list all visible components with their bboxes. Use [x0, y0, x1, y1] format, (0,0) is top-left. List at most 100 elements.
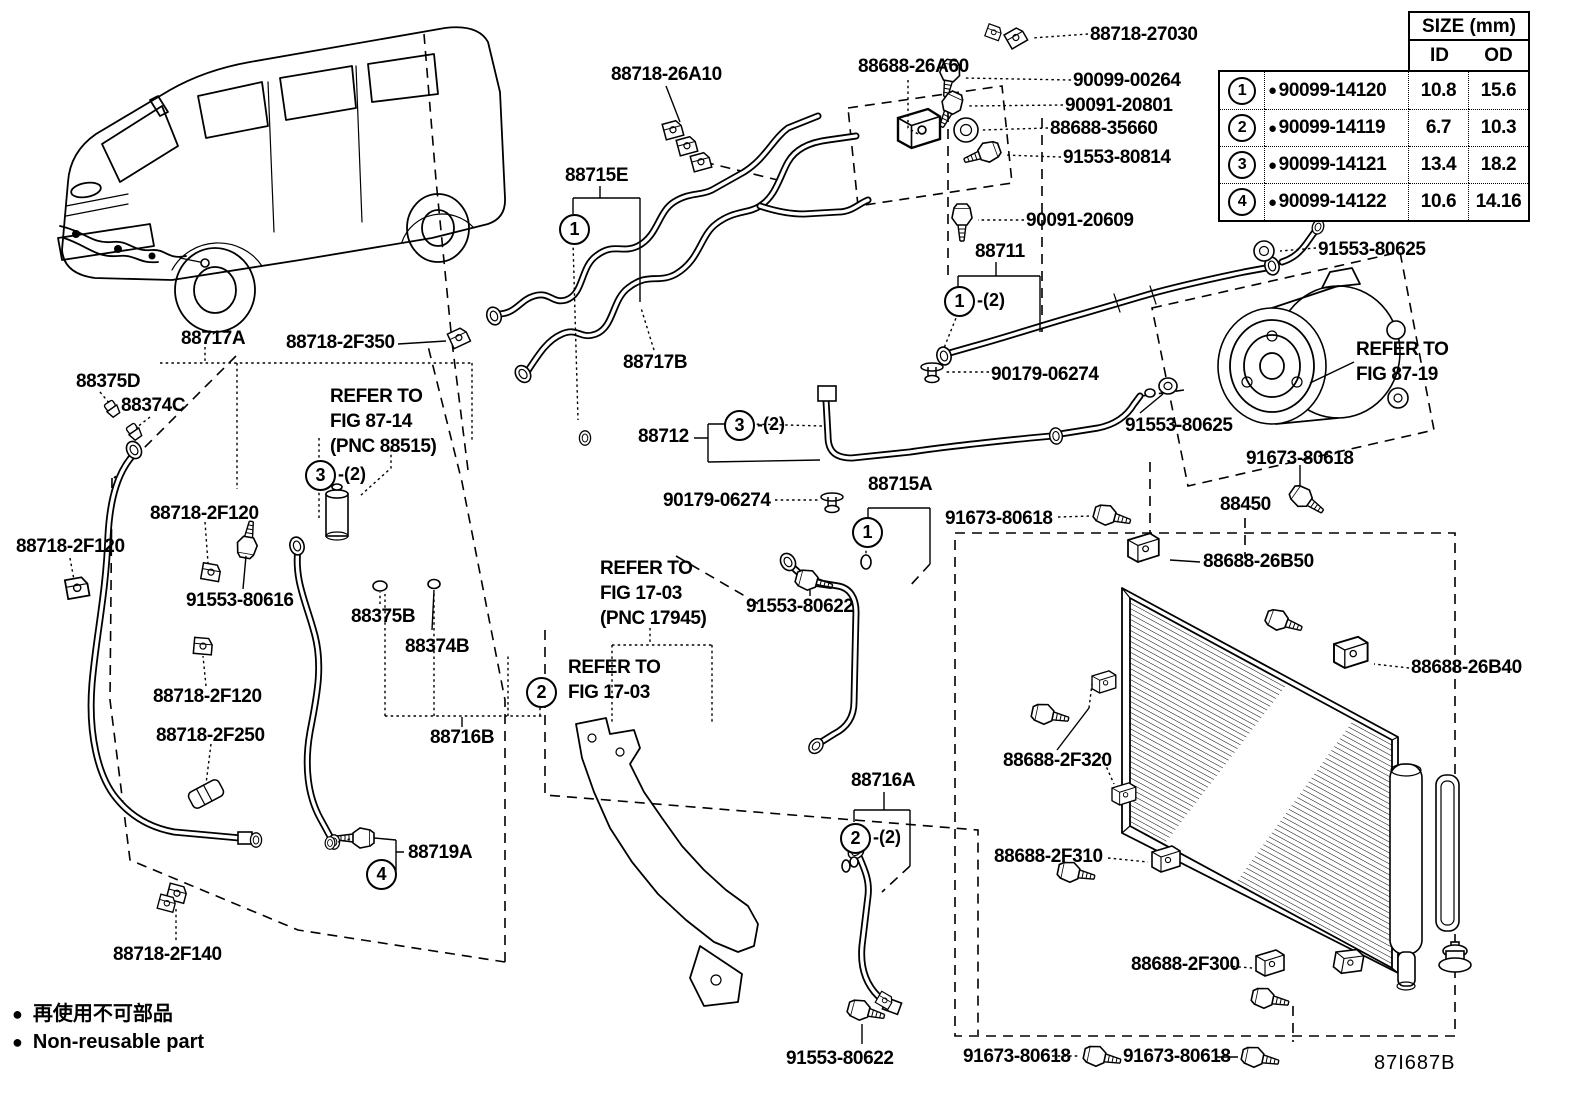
- size-table-cell: 1: [1220, 72, 1265, 109]
- callout-number: 4: [366, 859, 397, 890]
- van-illustration: [57, 26, 506, 333]
- part-label: 88718-2F120: [150, 503, 259, 524]
- pipe-88715a: [790, 564, 856, 744]
- part-label: 88375D: [76, 371, 141, 392]
- compressor: [1217, 267, 1409, 425]
- part-label: 90179-06274: [991, 364, 1099, 385]
- pipe-88716a: [858, 854, 903, 1016]
- non-reusable-dot: ●: [1268, 193, 1277, 211]
- legend-text: 再使用不可部品: [32, 1003, 173, 1025]
- part-label: REFER TO FIG 87-19: [1356, 339, 1449, 385]
- part-label: 88716A: [851, 770, 916, 791]
- callout-suffix: -(2): [338, 464, 366, 484]
- part-label: 88715A: [868, 474, 933, 495]
- part-label: 88688-35660: [1050, 118, 1158, 139]
- part-label: 91673-80618: [1123, 1046, 1231, 1067]
- part-label: 88718-2F140: [113, 944, 222, 965]
- size-table-cell: 10.8: [1409, 72, 1469, 109]
- callout-circle: 3: [305, 460, 336, 491]
- part-label: 88718-27030: [1090, 24, 1198, 45]
- part-label: 90091-20609: [1026, 210, 1134, 231]
- callout-suffix: -(2): [873, 827, 901, 847]
- part-label: 88716B: [430, 727, 495, 748]
- condenser: [1121, 587, 1472, 991]
- pipe-88717b: [498, 116, 818, 314]
- part-label: 88712: [638, 426, 689, 447]
- part-label: 88688-26B40: [1411, 657, 1522, 678]
- callout-number: 3-(2): [305, 460, 366, 491]
- part-label: 88715E: [565, 165, 629, 186]
- part-label: 88717B: [623, 352, 688, 373]
- part-label: 88688-26B50: [1203, 551, 1314, 572]
- part-label: 90099-00264: [1073, 70, 1181, 91]
- non-reusable-dot: ●: [1268, 82, 1277, 99]
- part-label: 91553-80616: [186, 590, 294, 611]
- clamps-grommets: [63, 23, 1327, 1011]
- part-label: 88374C: [121, 395, 186, 416]
- part-label: 91553-80622: [746, 596, 854, 617]
- leader-lines: [69, 33, 1410, 1058]
- callout-number: 1: [852, 517, 883, 548]
- part-label: 88375B: [351, 606, 416, 627]
- legend-text: Non-reusable part: [32, 1031, 205, 1053]
- callout-suffix: -(2): [757, 414, 785, 434]
- part-label: 91673-80618: [945, 508, 1053, 529]
- diagram-code: 87I687B: [1374, 1052, 1456, 1074]
- size-table-cell: 14.16: [1469, 183, 1528, 220]
- part-label: 88711: [975, 241, 1025, 262]
- row-number-circle: 1: [1228, 76, 1256, 105]
- callout-number: 2: [526, 677, 557, 708]
- callout-circle: 4: [366, 859, 397, 890]
- part-label: 88450: [1220, 494, 1271, 515]
- legend: ● 再使用不可部品 ● Non-reusable part: [12, 1000, 204, 1056]
- part-label: 88374B: [405, 636, 470, 657]
- part-label: REFER TO FIG 17-03 (PNC 17945): [600, 558, 707, 629]
- row-number-circle: 2: [1228, 114, 1256, 142]
- callout-circle: 1: [559, 214, 590, 245]
- callout-circle: 1: [944, 286, 975, 317]
- part-label: 91553-80622: [786, 1048, 894, 1069]
- size-table-cell: 10.6: [1409, 183, 1469, 220]
- size-table-title: SIZE (mm): [1408, 11, 1530, 41]
- callout-number: 1: [559, 214, 590, 245]
- part-label: 88718-2F120: [153, 686, 262, 707]
- size-table-cell: ●90099-14121: [1265, 146, 1409, 183]
- bracket-88716b: [575, 717, 759, 1007]
- part-label: REFER TO FIG 17-03: [568, 657, 661, 703]
- size-table-cell: 10.3: [1469, 109, 1528, 146]
- part-label: 88717A: [181, 328, 246, 349]
- size-table-header-od: OD: [1469, 39, 1530, 72]
- size-table-cell: 2: [1220, 109, 1265, 146]
- part-label: 88718-2F120: [16, 536, 125, 557]
- non-reusable-dot: ●: [1268, 156, 1277, 174]
- part-label: 88688-2F300: [1131, 954, 1240, 975]
- size-table-cell: 6.7: [1409, 109, 1469, 146]
- non-reusable-dot: ●: [1268, 119, 1277, 137]
- size-table-cell: 4: [1220, 183, 1265, 220]
- size-table-cell: ●90099-14122: [1265, 183, 1409, 220]
- non-reusable-dot: ●: [12, 1032, 23, 1052]
- part-label: 91553-80625: [1318, 239, 1426, 260]
- callout-number: 1-(2): [944, 286, 1005, 317]
- size-table-cell: ●90099-14120: [1265, 72, 1409, 109]
- part-label: 91673-80618: [963, 1046, 1071, 1067]
- pipe-88711: [946, 230, 1316, 354]
- size-table-cell: ●90099-14119: [1265, 109, 1409, 146]
- callout-circle: 3: [724, 410, 755, 441]
- part-label: 88718-26A10: [611, 64, 722, 85]
- callout-number: 3-(2): [724, 410, 785, 441]
- part-label: 88719A: [408, 842, 473, 863]
- callout-circle: 2: [840, 823, 871, 854]
- callout-number: 2-(2): [840, 823, 901, 854]
- legend-row: ● Non-reusable part: [12, 1028, 204, 1056]
- callout-suffix: -(2): [977, 290, 1005, 310]
- part-label: 88688-2F320: [1003, 750, 1112, 771]
- part-label: 91553-80814: [1063, 147, 1171, 168]
- size-table-cell: 3: [1220, 146, 1265, 183]
- part-label: 88688-2F310: [994, 846, 1103, 867]
- part-label: 88718-2F350: [286, 332, 395, 353]
